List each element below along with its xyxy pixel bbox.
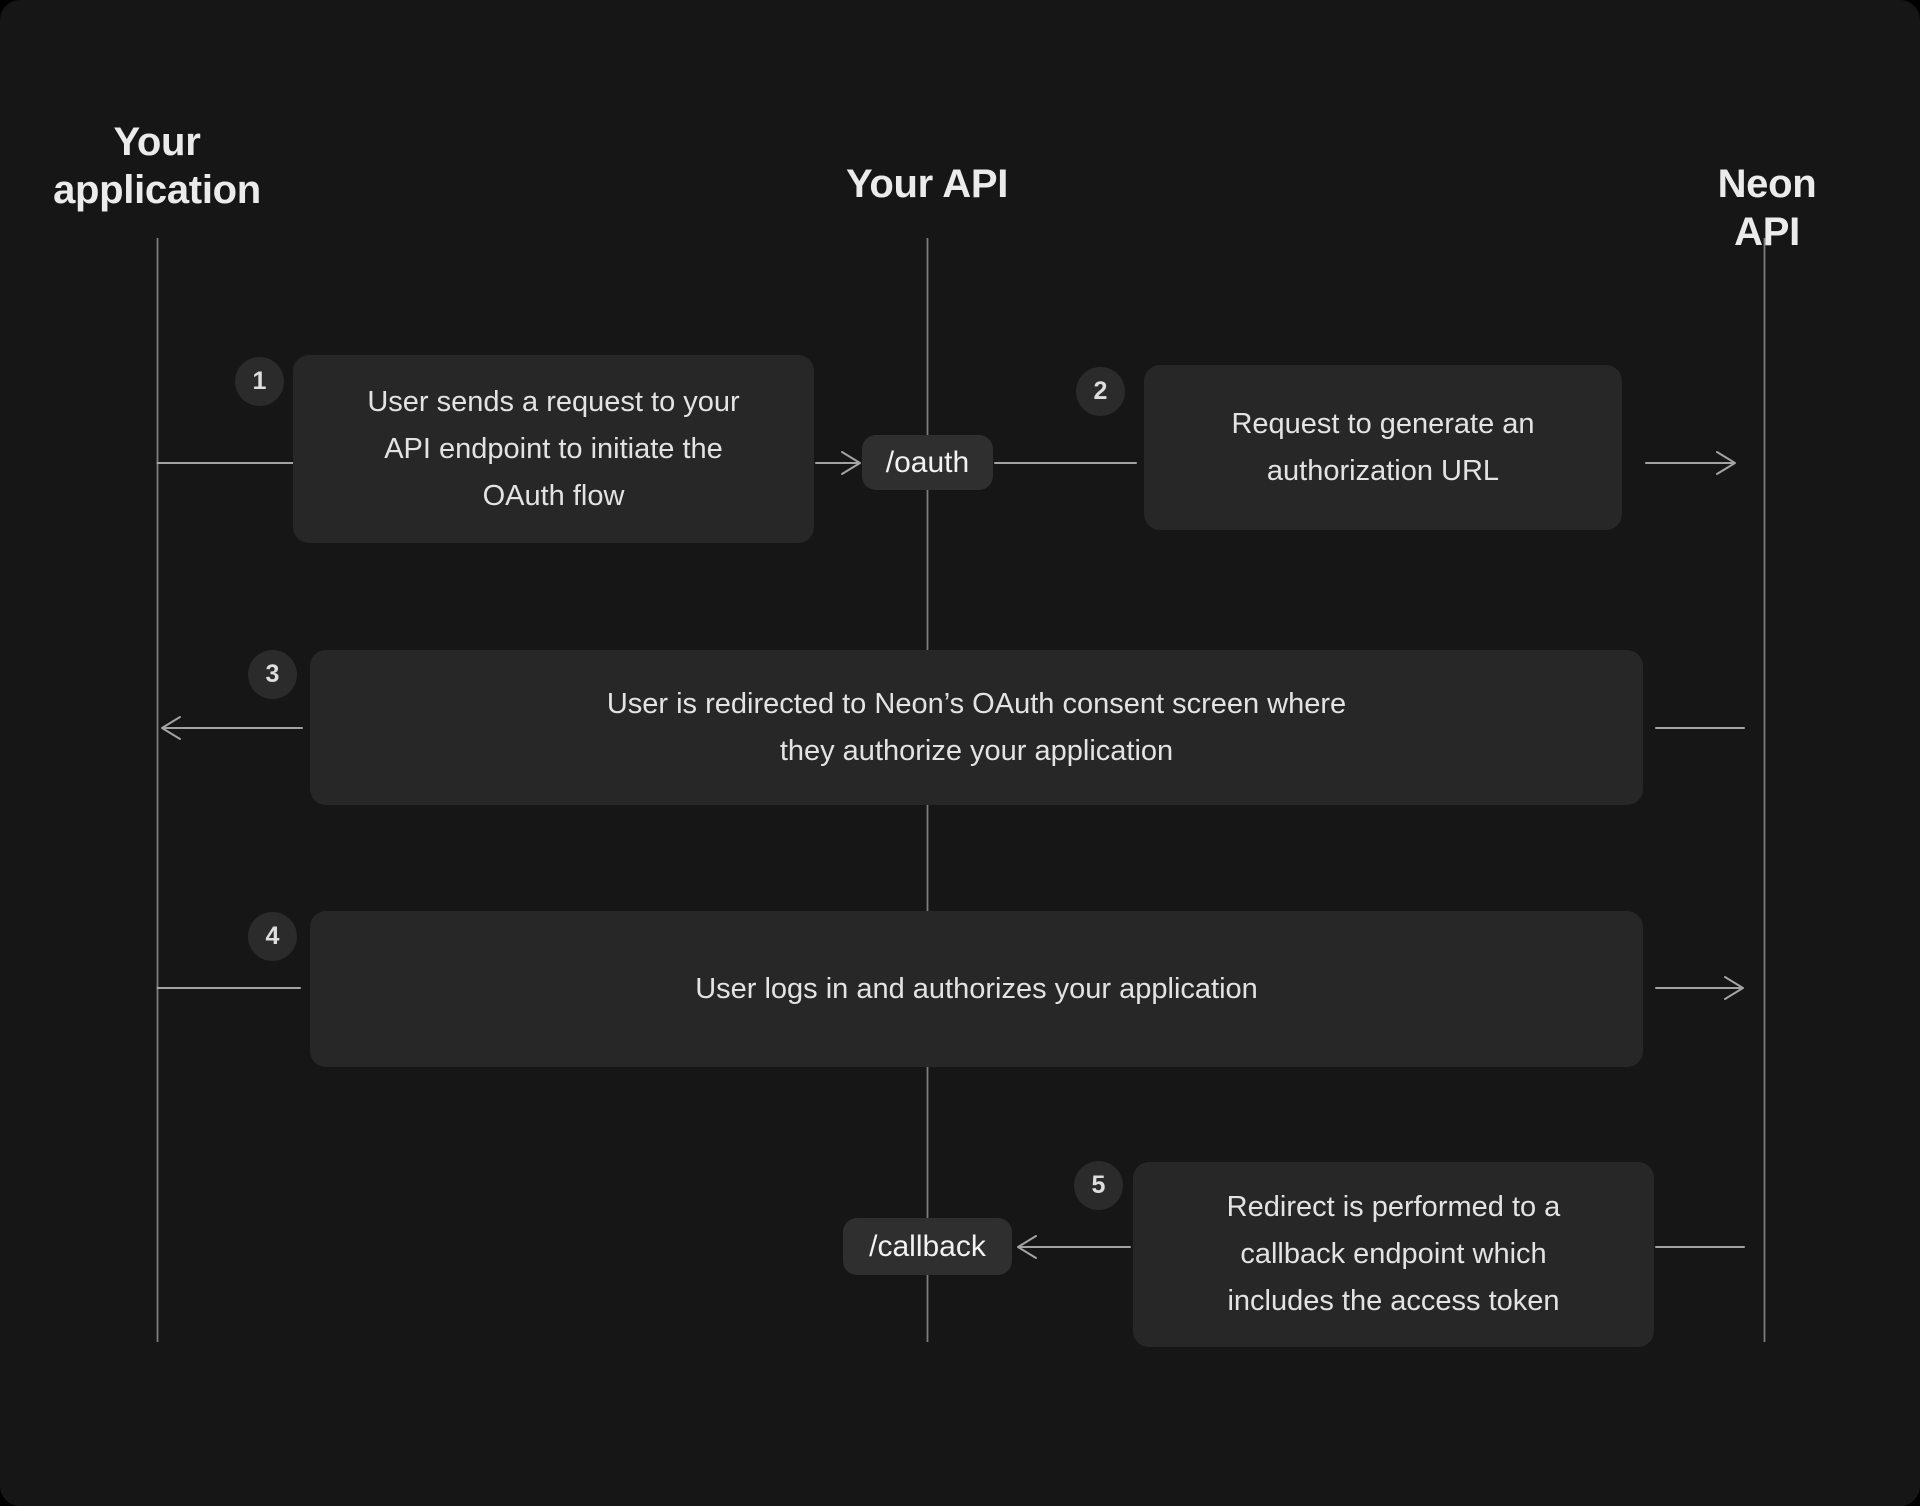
arrow-right-icon bbox=[1724, 976, 1744, 1000]
arrow-left-icon bbox=[1017, 1235, 1037, 1259]
step-2-badge: 2 bbox=[1076, 367, 1125, 416]
step-2-card: Request to generate an authorization URL bbox=[1144, 365, 1622, 530]
connector-step-5 bbox=[1017, 1235, 1745, 1259]
step-4-badge: 4 bbox=[248, 912, 297, 961]
step-4-card: User logs in and authorizes your applica… bbox=[310, 911, 1643, 1067]
step-2-text-line: Request to generate an bbox=[1231, 407, 1535, 440]
step-1-text-line: OAuth flow bbox=[482, 479, 625, 512]
arrow-right-icon bbox=[1716, 451, 1736, 475]
step-5-text-line: Redirect is performed to a bbox=[1226, 1191, 1561, 1223]
connector-step-3 bbox=[161, 716, 1745, 740]
step-3-card: User is redirected to Neon’s OAuth conse… bbox=[310, 650, 1643, 805]
arrow-right-icon bbox=[841, 451, 861, 475]
step-3-badge: 3 bbox=[248, 650, 297, 699]
step-1-text-line: API endpoint to initiate the bbox=[384, 432, 723, 465]
step-1-badge: 1 bbox=[235, 357, 284, 406]
step-3-text-line: User is redirected to Neon’s OAuth conse… bbox=[606, 687, 1347, 720]
step-5-card: Redirect is performed to a callback endp… bbox=[1133, 1162, 1654, 1347]
endpoint-chip-callback: /callback bbox=[843, 1218, 1012, 1275]
step-1-card: User sends a request to your API endpoin… bbox=[293, 355, 814, 543]
step-5-text-line: callback endpoint which bbox=[1240, 1238, 1547, 1270]
lane-header-your-application: Your application bbox=[53, 120, 261, 212]
step-3-text-line: they authorize your application bbox=[779, 734, 1174, 767]
connector-step-4 bbox=[156, 976, 1744, 1000]
arrow-left-icon bbox=[161, 716, 181, 740]
step-5-badge: 5 bbox=[1074, 1161, 1123, 1210]
step-1-text-line: User sends a request to your bbox=[367, 385, 740, 418]
endpoint-chip-oauth: /oauth bbox=[862, 435, 993, 490]
lane-header-your-api: Your API bbox=[845, 162, 1009, 206]
connector-step-1 bbox=[156, 451, 1736, 475]
lane-header-neon-api: Neon API bbox=[1717, 162, 1817, 254]
step-4-text-line: User logs in and authorizes your applica… bbox=[695, 972, 1258, 1005]
step-5-text-line: includes the access token bbox=[1227, 1285, 1560, 1317]
step-2-text-line: authorization URL bbox=[1266, 454, 1500, 487]
